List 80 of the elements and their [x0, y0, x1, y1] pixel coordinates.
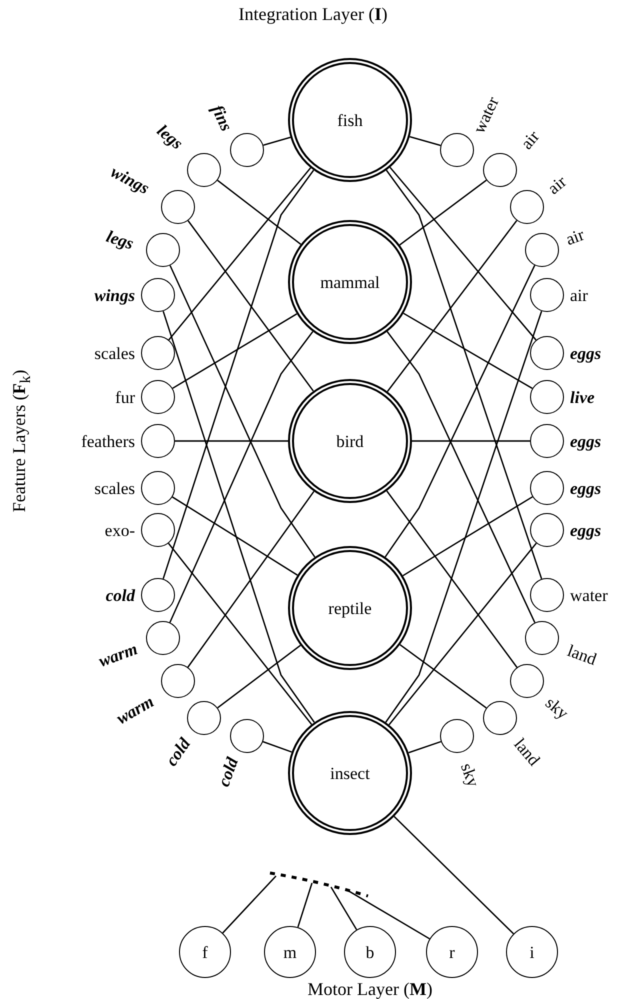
connection-line — [217, 644, 301, 708]
feature-label: live — [570, 389, 595, 406]
connection-line — [384, 265, 536, 558]
connection-line — [222, 876, 277, 934]
connection-line — [388, 542, 537, 726]
connection-line — [346, 889, 430, 940]
connection-line — [188, 220, 314, 392]
connection-line — [412, 440, 530, 442]
neuron-label: b — [366, 944, 374, 960]
feature-label: cold — [106, 587, 135, 604]
connection-line — [403, 312, 533, 389]
neuron-label: reptile — [328, 600, 372, 616]
connection-line — [400, 644, 487, 708]
feature-label: water — [470, 94, 502, 136]
connection-line — [410, 136, 441, 146]
connection-line — [386, 490, 518, 668]
feature-label: wings — [94, 287, 135, 304]
feature-label: warm — [114, 692, 156, 728]
feature-label: air — [518, 128, 542, 152]
connection-line — [175, 440, 288, 442]
motor-neuron-circle — [506, 926, 558, 978]
connection-line — [399, 180, 487, 246]
neuron-label: insect — [330, 764, 370, 782]
neuron-label: fish — [337, 112, 363, 128]
feature-label: water — [570, 587, 608, 604]
feature-label: feathers — [81, 433, 135, 450]
connection-line — [408, 740, 442, 754]
connection-line — [168, 167, 312, 340]
feature-label: warm — [96, 640, 140, 670]
connection-line — [386, 170, 542, 580]
connection-line — [389, 166, 537, 340]
feature-label: eggs — [570, 433, 602, 450]
connection-line — [386, 331, 536, 623]
feature-label: sky — [542, 694, 572, 722]
connection-line — [402, 496, 533, 576]
connection-line — [187, 491, 314, 668]
neuron-label: f — [202, 944, 208, 960]
motor-neuron-circle — [179, 926, 231, 978]
neuron-label: i — [530, 944, 534, 960]
connection-line — [297, 882, 313, 928]
connection-line — [263, 136, 291, 146]
feature-label: eggs — [570, 345, 602, 362]
feature-label: fins — [208, 102, 236, 134]
connection-line — [169, 331, 314, 623]
motor-neuron-circle — [264, 926, 316, 978]
motor-neuron-circle — [426, 926, 478, 978]
connection-line — [162, 310, 315, 723]
feature-label: air — [544, 172, 570, 198]
connection-line — [169, 265, 316, 558]
connection-line — [262, 741, 292, 753]
connection-line — [385, 310, 542, 723]
feature-label: land — [565, 642, 599, 668]
neuron-label: m — [283, 944, 297, 960]
feature-label: cold — [215, 755, 241, 789]
connection-line — [386, 220, 518, 392]
feature-label: exo- — [104, 522, 135, 539]
connection-line — [217, 180, 302, 245]
feature-label: fur — [115, 389, 135, 406]
feature-label: legs — [104, 228, 136, 252]
connection-line — [330, 886, 358, 930]
feature-label: scales — [94, 345, 135, 362]
feature-label: sky — [458, 761, 482, 789]
feature-label: air — [570, 287, 588, 304]
feature-label: eggs — [570, 480, 602, 497]
motor-neuron-circle — [344, 926, 396, 978]
neuron-label: bird — [336, 432, 364, 450]
neuron-label: mammal — [320, 274, 380, 290]
neuron-label: r — [449, 944, 455, 960]
connection-line — [162, 170, 314, 580]
connection-line — [172, 313, 298, 389]
connection-line — [394, 816, 514, 934]
feature-label: wings — [108, 162, 152, 198]
feature-label: eggs — [570, 522, 602, 539]
layer-label: Integration Layer (I) — [238, 5, 388, 23]
connection-line — [168, 542, 312, 725]
connection-line — [172, 496, 298, 576]
layer-label: Motor Layer (M) — [308, 980, 432, 998]
feature-label: scales — [94, 480, 135, 497]
feature-label: legs — [154, 122, 186, 152]
feature-label: air — [564, 226, 586, 248]
